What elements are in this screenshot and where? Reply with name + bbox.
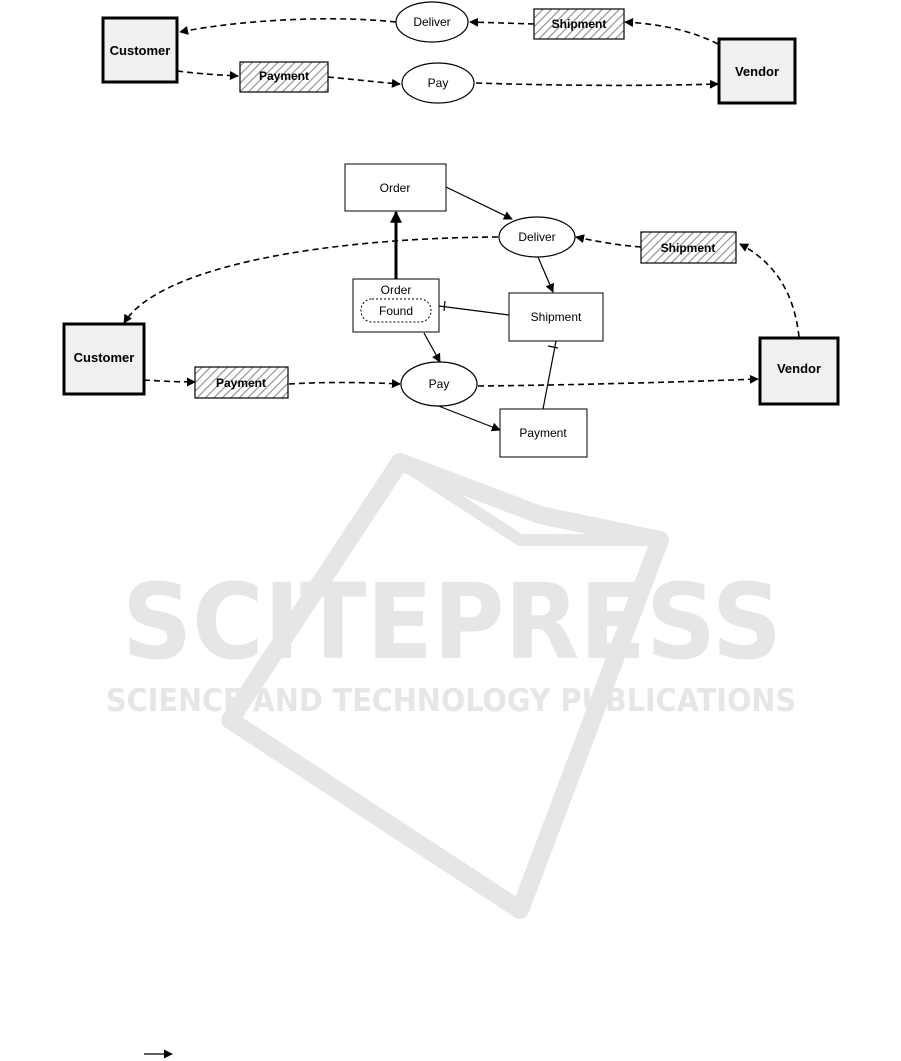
bottom-flow-payment-to-pay [289, 383, 400, 385]
top-shipment-label: Shipment [552, 17, 607, 31]
bottom-shipment-resource[interactable]: Shipment [509, 293, 603, 341]
bottom-flow-pay-to-vendor [478, 379, 758, 386]
bottom-order-found-state-label: Found [379, 304, 413, 318]
bottom-rel-deliver-to-shipment [538, 257, 553, 292]
top-pay-process[interactable]: Pay [402, 63, 474, 103]
bottom-rel-payment-shipment [543, 341, 556, 409]
bottom-flow-deliver-to-customer [124, 237, 498, 323]
top-flow-payment-to-pay [328, 77, 400, 84]
bottom-pay-process[interactable]: Pay [401, 362, 477, 406]
bottom-flow-vendor-to-shipment [740, 244, 799, 337]
bottom-vendor-label: Vendor [777, 361, 821, 376]
bottom-payment-flow-label: Payment [216, 376, 266, 390]
bottom-customer-label: Customer [74, 350, 135, 365]
bottom-flow-customer-to-payment [144, 380, 195, 382]
bottom-shipment-resource-label: Shipment [531, 310, 582, 324]
bottom-pay-label: Pay [429, 377, 450, 391]
bottom-customer-actor[interactable]: Customer [64, 324, 144, 394]
watermark: SCITEPRESS SCIENCE AND TECHNOLOGY PUBLIC… [106, 462, 796, 910]
bottom-rel-orderfound-to-pay [424, 333, 440, 362]
bottom-order-resource[interactable]: Order [345, 164, 446, 211]
bottom-shipment-flow-label: Shipment [661, 241, 716, 255]
bottom-order-label: Order [380, 181, 411, 195]
bottom-deliver-label: Deliver [518, 230, 555, 244]
bottom-flow-shipment-to-deliver [576, 237, 641, 247]
top-payment-flow-item[interactable]: Payment [240, 62, 328, 92]
top-vendor-actor[interactable]: Vendor [719, 39, 795, 103]
bottom-vendor-actor[interactable]: Vendor [760, 338, 838, 404]
bottom-deliver-process[interactable]: Deliver [499, 217, 575, 257]
diagram-top: Customer Vendor Deliver Pay Shipment Pay… [103, 2, 795, 103]
top-shipment-flow-item[interactable]: Shipment [534, 9, 624, 39]
bottom-order-found-node[interactable]: Order Found [353, 279, 439, 332]
top-flow-deliver-to-customer [180, 19, 396, 32]
bottom-order-found-title: Order [381, 283, 412, 297]
top-deliver-label: Deliver [413, 15, 450, 29]
bottom-payment-flow-item[interactable]: Payment [195, 367, 288, 398]
bottom-payment-resource[interactable]: Payment [500, 409, 587, 457]
bottom-rel-orderfound-shipment-tick [444, 301, 445, 311]
top-payment-label: Payment [259, 69, 309, 83]
top-flow-customer-to-payment [177, 71, 238, 76]
top-flow-shipment-to-deliver [470, 22, 534, 24]
top-customer-label: Customer [110, 43, 171, 58]
top-flow-vendor-to-shipment [625, 22, 718, 44]
bottom-rel-order-to-deliver [446, 187, 512, 219]
watermark-subtitle: SCIENCE AND TECHNOLOGY PUBLICATIONS [106, 683, 796, 719]
diagram-bottom: Order Order Found Deliver Shipment Pay P… [64, 164, 838, 457]
top-deliver-process[interactable]: Deliver [396, 2, 468, 42]
top-pay-label: Pay [428, 76, 449, 90]
bottom-rel-orderfound-shipment [439, 306, 509, 315]
bottom-rel-pay-to-payment [436, 405, 500, 430]
bottom-payment-resource-label: Payment [519, 426, 567, 440]
bottom-rel-payment-shipment-tick [548, 346, 558, 348]
bottom-shipment-flow-item[interactable]: Shipment [641, 232, 736, 263]
top-customer-actor[interactable]: Customer [103, 18, 177, 82]
top-vendor-label: Vendor [735, 64, 779, 79]
watermark-title: SCITEPRESS [122, 561, 782, 683]
top-flow-pay-to-vendor [476, 83, 718, 85]
